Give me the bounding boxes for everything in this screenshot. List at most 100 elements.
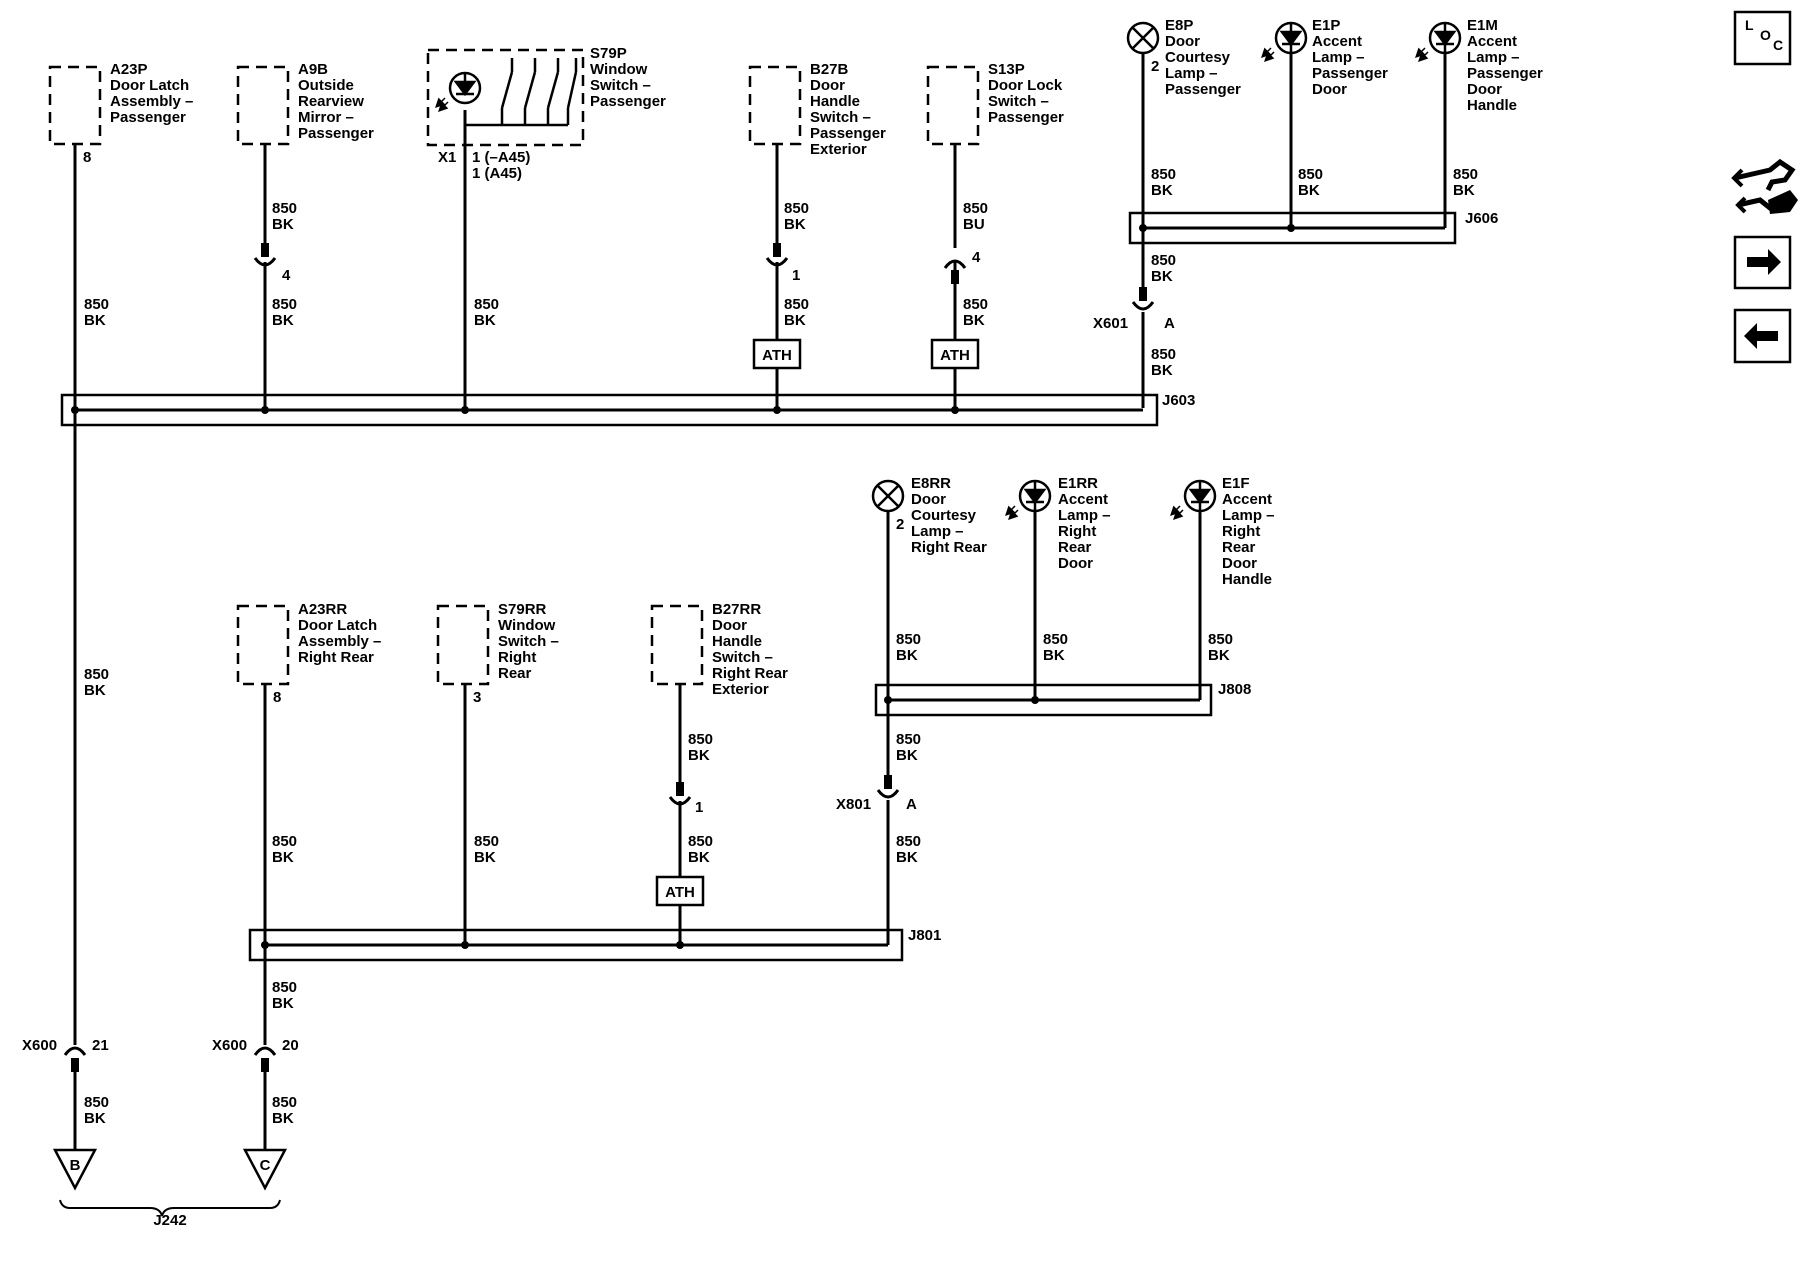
svg-text:Lamp –: Lamp – (1222, 507, 1275, 524)
component-label-E1RR: E1RR Accent Lamp – Right Rear Door (1058, 475, 1111, 572)
svg-text:J242: J242 (153, 1212, 186, 1229)
svg-text:850: 850 (1043, 631, 1068, 648)
svg-text:Door Lock: Door Lock (988, 77, 1063, 94)
svg-text:BK: BK (896, 849, 918, 866)
svg-text:850: 850 (1453, 166, 1478, 183)
svg-text:Courtesy: Courtesy (1165, 49, 1231, 66)
svg-text:Door: Door (911, 491, 946, 508)
svg-text:850: 850 (896, 731, 921, 748)
svg-text:A9B: A9B (298, 61, 328, 78)
svg-text:A23P: A23P (110, 61, 148, 78)
svg-text:Accent: Accent (1467, 33, 1517, 50)
window-switch-icon (435, 58, 578, 127)
svg-text:BK: BK (1151, 268, 1173, 285)
svg-text:Lamp –: Lamp – (1312, 49, 1365, 66)
connector-tool-icon[interactable] (1731, 158, 1798, 214)
svg-text:Rear: Rear (1222, 539, 1256, 556)
component-label-E1F: E1F Accent Lamp – Right Rear Door Handle (1222, 475, 1275, 588)
svg-text:Lamp –: Lamp – (1058, 507, 1111, 524)
svg-text:850: 850 (272, 979, 297, 996)
component-label-B27B: B27B Door Handle Switch – Passenger Exte… (810, 61, 886, 158)
svg-text:Rear: Rear (498, 665, 532, 682)
svg-text:ATH: ATH (762, 347, 792, 364)
svg-text:850: 850 (963, 200, 988, 217)
svg-text:Passenger: Passenger (1312, 65, 1388, 82)
svg-text:8: 8 (273, 689, 281, 706)
svg-text:Door: Door (1165, 33, 1200, 50)
component-label-E8P: E8P Door Courtesy Lamp – Passenger 2 (1151, 17, 1241, 98)
svg-text:BK: BK (272, 995, 294, 1012)
svg-text:E1P: E1P (1312, 17, 1340, 34)
component-label-B27RR: B27RR Door Handle Switch – Right Rear Ex… (712, 601, 788, 698)
component-label-E8RR: E8RR Door Courtesy Lamp – Right Rear 2 (896, 475, 987, 556)
svg-text:Right Rear: Right Rear (911, 539, 987, 556)
courtesy-lamp-icon (1126, 21, 1160, 55)
svg-text:850: 850 (1208, 631, 1233, 648)
svg-text:Switch –: Switch – (712, 649, 773, 666)
component-boxes (48, 48, 980, 686)
svg-text:BK: BK (688, 747, 710, 764)
svg-text:Switch –: Switch – (810, 109, 871, 126)
svg-text:Accent: Accent (1222, 491, 1272, 508)
svg-text:850: 850 (688, 731, 713, 748)
location-button[interactable]: L O C (1733, 10, 1792, 66)
svg-text:X600: X600 (22, 1037, 57, 1054)
svg-text:BK: BK (784, 312, 806, 329)
svg-text:850: 850 (272, 833, 297, 850)
next-arrow-button[interactable] (1733, 235, 1792, 290)
svg-text:Right Rear: Right Rear (298, 649, 374, 666)
svg-text:2: 2 (896, 516, 904, 533)
component-label-A23RR: A23RR Door Latch Assembly – Right Rear 8 (273, 601, 381, 706)
svg-text:BK: BK (272, 216, 294, 233)
svg-text:BK: BK (1208, 647, 1230, 664)
svg-text:ATH: ATH (665, 884, 695, 901)
svg-text:Switch –: Switch – (988, 93, 1049, 110)
svg-text:2: 2 (1151, 58, 1159, 75)
svg-text:BK: BK (1453, 182, 1475, 199)
svg-text:BK: BK (272, 1110, 294, 1127)
svg-text:X801: X801 (836, 796, 871, 813)
ath-box-s13p: ATH (930, 338, 980, 370)
svg-text:BK: BK (84, 682, 106, 699)
courtesy-lamp-icon (871, 479, 905, 513)
svg-text:Door: Door (1222, 555, 1257, 572)
svg-text:850: 850 (84, 1094, 109, 1111)
svg-text:20: 20 (282, 1037, 299, 1054)
previous-arrow-button[interactable] (1733, 308, 1792, 364)
svg-text:BK: BK (1298, 182, 1320, 199)
svg-text:Passenger: Passenger (810, 125, 886, 142)
svg-text:BK: BK (688, 849, 710, 866)
svg-text:X1: X1 (438, 149, 456, 166)
ground-c-icon: C (242, 1148, 288, 1191)
svg-text:850: 850 (84, 666, 109, 683)
svg-text:Door: Door (1058, 555, 1093, 572)
svg-text:Outside: Outside (298, 77, 354, 94)
ath-box-b27b: ATH (752, 338, 802, 370)
svg-text:Door Latch: Door Latch (110, 77, 189, 94)
svg-text:850: 850 (688, 833, 713, 850)
svg-text:A: A (1164, 315, 1175, 332)
svg-text:Door Latch: Door Latch (298, 617, 377, 634)
svg-text:Exterior: Exterior (810, 141, 867, 158)
inline-connectors (63, 257, 1155, 1056)
component-label-A23P: A23P Door Latch Assembly – Passenger 8 (83, 61, 193, 166)
svg-text:Door: Door (1467, 81, 1502, 98)
svg-text:Door: Door (810, 77, 845, 94)
svg-text:Courtesy: Courtesy (911, 507, 977, 524)
svg-text:BK: BK (1151, 362, 1173, 379)
svg-text:S13P: S13P (988, 61, 1025, 78)
svg-text:Accent: Accent (1058, 491, 1108, 508)
svg-text:BK: BK (272, 312, 294, 329)
svg-text:B27B: B27B (810, 61, 849, 78)
svg-text:Passenger: Passenger (110, 109, 186, 126)
svg-text:BK: BK (84, 1110, 106, 1127)
accent-lamp-icon (1005, 479, 1052, 520)
svg-text:Mirror –: Mirror – (298, 109, 354, 126)
component-label-A9B: A9B Outside Rearview Mirror – Passenger (298, 61, 374, 142)
svg-text:Lamp –: Lamp – (1165, 65, 1218, 82)
svg-text:X601: X601 (1093, 315, 1128, 332)
svg-text:BK: BK (1043, 647, 1065, 664)
svg-text:850: 850 (272, 296, 297, 313)
